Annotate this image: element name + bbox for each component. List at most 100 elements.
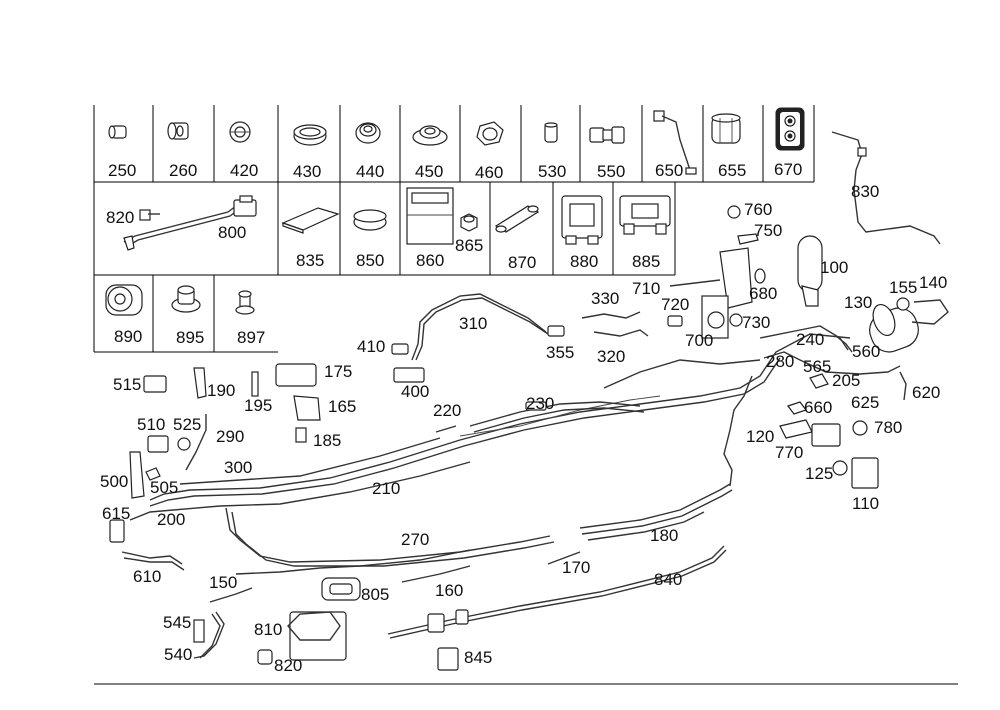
callout-300: 300 bbox=[224, 458, 252, 477]
callout-185: 185 bbox=[313, 431, 341, 450]
callout-210: 210 bbox=[372, 479, 400, 498]
callout-770: 770 bbox=[775, 443, 803, 462]
part-895-drawing bbox=[171, 285, 201, 313]
part-870-drawing bbox=[494, 205, 540, 233]
callout-560: 560 bbox=[852, 342, 880, 361]
callout-155: 155 bbox=[889, 278, 917, 297]
part-820-800-drawing bbox=[123, 195, 257, 251]
callout-710: 710 bbox=[632, 279, 660, 298]
callout-820-bottom: 820 bbox=[274, 656, 302, 675]
callout-840: 840 bbox=[654, 570, 682, 589]
callout-805: 805 bbox=[361, 585, 389, 604]
callout-525: 525 bbox=[173, 415, 201, 434]
callout-400: 400 bbox=[401, 382, 429, 401]
part-420-drawing bbox=[229, 121, 251, 143]
part-860-drawing bbox=[406, 187, 454, 245]
callout-140: 140 bbox=[919, 273, 947, 292]
callout-160: 160 bbox=[435, 581, 463, 600]
callout-110: 110 bbox=[852, 494, 879, 513]
callout-610: 610 bbox=[133, 567, 161, 586]
label-655: 655 bbox=[718, 161, 746, 180]
callout-830: 830 bbox=[851, 182, 879, 201]
label-550: 550 bbox=[597, 162, 625, 181]
callout-200: 200 bbox=[157, 510, 185, 529]
callout-540: 540 bbox=[164, 645, 192, 664]
callout-125: 125 bbox=[805, 464, 833, 483]
callout-680: 680 bbox=[749, 284, 777, 303]
callout-190: 190 bbox=[207, 381, 235, 400]
callout-120: 120 bbox=[746, 427, 774, 446]
part-450-drawing bbox=[412, 125, 448, 146]
part-440-drawing bbox=[355, 122, 381, 144]
callout-845: 845 bbox=[464, 648, 492, 667]
callout-700: 700 bbox=[685, 331, 713, 350]
label-885: 885 bbox=[632, 252, 660, 271]
part-865-drawing bbox=[460, 213, 478, 232]
callout-195: 195 bbox=[244, 396, 272, 415]
row1-parts bbox=[108, 107, 805, 175]
label-670: 670 bbox=[774, 160, 802, 179]
callout-760: 760 bbox=[744, 200, 772, 219]
callout-515: 515 bbox=[113, 375, 141, 394]
callout-310: 310 bbox=[459, 314, 487, 333]
part-460-drawing bbox=[476, 121, 504, 146]
part-530-drawing bbox=[544, 122, 558, 143]
callout-280: 280 bbox=[766, 352, 794, 371]
label-420: 420 bbox=[230, 161, 258, 180]
part-670-drawing bbox=[775, 107, 805, 151]
label-430: 430 bbox=[293, 162, 321, 181]
part-550-drawing bbox=[589, 126, 625, 144]
callout-100: 100 bbox=[820, 258, 848, 277]
callout-230: 230 bbox=[526, 394, 554, 413]
label-880: 880 bbox=[570, 252, 598, 271]
label-860: 860 bbox=[416, 251, 444, 270]
label-260: 260 bbox=[169, 161, 197, 180]
callout-730: 730 bbox=[742, 313, 770, 332]
label-870: 870 bbox=[508, 253, 536, 272]
rod-840 bbox=[387, 545, 725, 635]
part-897-drawing bbox=[235, 290, 255, 315]
callout-165: 165 bbox=[328, 397, 356, 416]
callout-615: 615 bbox=[102, 504, 130, 523]
label-440: 440 bbox=[356, 162, 384, 181]
label-650: 650 bbox=[655, 161, 683, 180]
callout-545: 545 bbox=[163, 613, 191, 632]
line-830 bbox=[831, 131, 941, 245]
label-895: 895 bbox=[176, 328, 204, 347]
label-530: 530 bbox=[538, 162, 566, 181]
callout-620: 620 bbox=[912, 383, 940, 402]
callout-175: 175 bbox=[324, 362, 352, 381]
label-820-top: 820 bbox=[106, 208, 134, 227]
part-885-drawing bbox=[619, 195, 671, 235]
callout-220: 220 bbox=[433, 401, 461, 420]
callout-355: 355 bbox=[546, 343, 574, 362]
part-835-drawing bbox=[281, 207, 340, 234]
callout-290: 290 bbox=[216, 427, 244, 446]
callout-410: 410 bbox=[357, 337, 385, 356]
callout-170: 170 bbox=[562, 558, 590, 577]
label-250: 250 bbox=[108, 161, 136, 180]
callout-130: 130 bbox=[844, 293, 872, 312]
label-890: 890 bbox=[114, 327, 142, 346]
callout-500: 500 bbox=[100, 472, 128, 491]
callout-205: 205 bbox=[832, 371, 860, 390]
label-897: 897 bbox=[237, 328, 265, 347]
callout-720: 720 bbox=[661, 295, 689, 314]
callout-180: 180 bbox=[650, 526, 678, 545]
part-250-drawing bbox=[108, 125, 127, 139]
callout-625: 625 bbox=[851, 393, 879, 412]
callout-780: 780 bbox=[874, 418, 902, 437]
callout-505: 505 bbox=[150, 478, 178, 497]
label-850: 850 bbox=[356, 251, 384, 270]
row3-parts bbox=[105, 284, 255, 316]
callout-labels: 830 760 750 100 155 140 130 710 720 680 … bbox=[100, 182, 947, 675]
callout-510: 510 bbox=[137, 415, 165, 434]
label-865: 865 bbox=[455, 236, 483, 255]
part-655-drawing bbox=[711, 113, 741, 144]
part-890-drawing bbox=[105, 284, 143, 316]
label-800: 800 bbox=[218, 223, 246, 242]
row2-parts bbox=[123, 187, 671, 251]
part-260-drawing bbox=[167, 122, 189, 140]
callout-320: 320 bbox=[597, 347, 625, 366]
